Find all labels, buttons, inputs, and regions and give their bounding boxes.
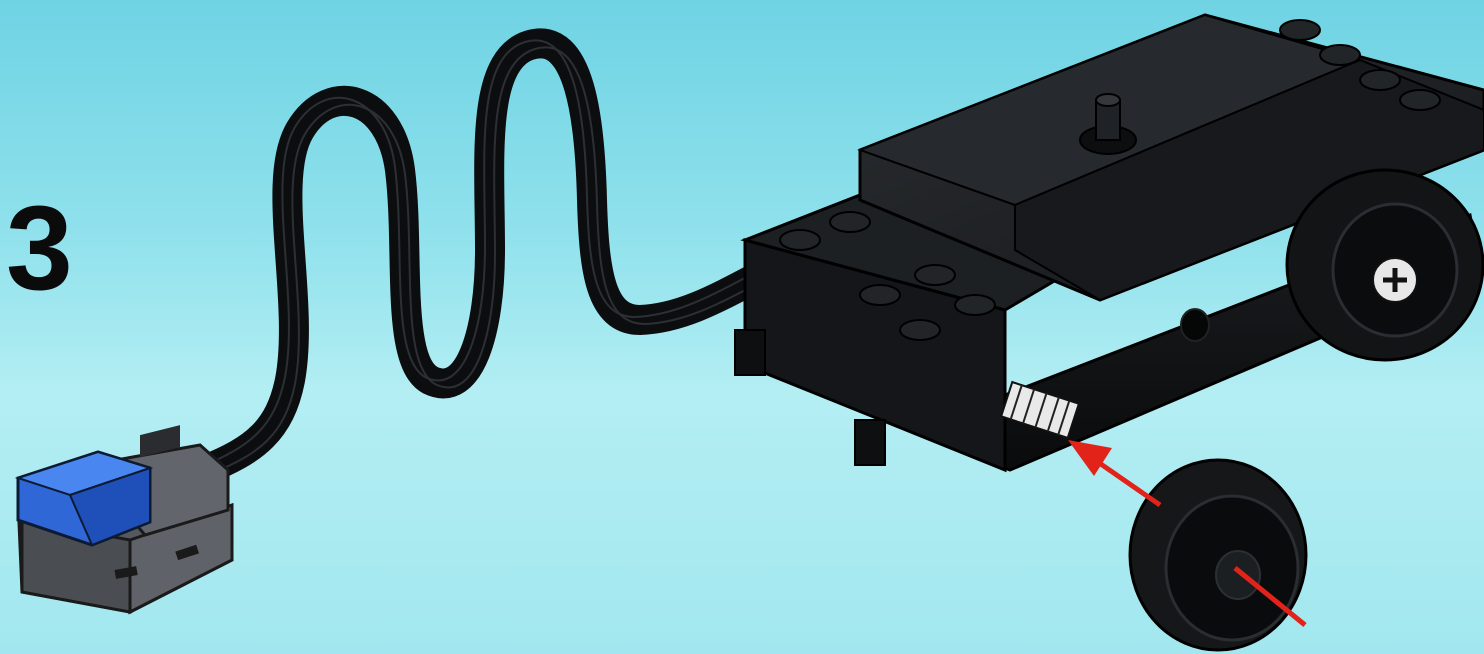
- power-functions-plug-icon: [18, 425, 232, 612]
- power-functions-cable-icon: [200, 40, 805, 474]
- train-wheel-icon: [1130, 460, 1306, 650]
- train-motor-icon: [735, 15, 1484, 470]
